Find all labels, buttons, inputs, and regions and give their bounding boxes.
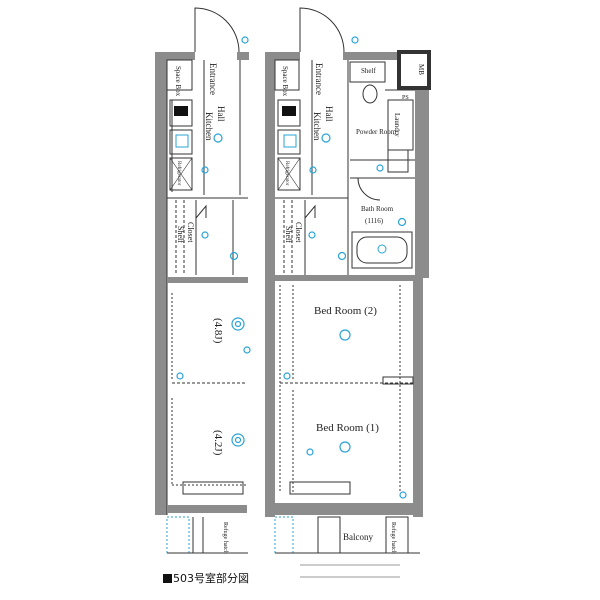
right-space-box-label: Space Box [281, 66, 289, 97]
caption-text: 503号室部分図 [173, 572, 249, 585]
left-refrigerator-label: Refrigerator [176, 161, 181, 186]
left-kitchen-label: Kitchen [204, 112, 214, 141]
bed-room-1-label: Bed Room (1) [316, 422, 379, 434]
left-unit-top-wall [155, 52, 195, 60]
balcony-label: Balcony [343, 532, 373, 542]
right-unit-right-wall [415, 88, 429, 278]
left-refuge-hatch-label: Refuge hatch [222, 522, 229, 554]
right-unit-top-wall [265, 52, 300, 60]
shelf-upper-label: Shelf [361, 67, 376, 75]
right-entrance-door [299, 7, 345, 53]
left-hall-label: Hall [216, 106, 226, 122]
fixture-symbols [176, 36, 407, 499]
right-kitchen-label: Kitchen [312, 112, 322, 141]
light-fixture [231, 433, 245, 447]
left-room-b-label: (4.2J) [212, 430, 224, 456]
right-shelf-label: Shelf [284, 226, 293, 243]
right-refrigerator-label: Refrigerator [284, 161, 289, 186]
left-unit-top-wall-2 [237, 52, 249, 60]
right-entrance-label: Entrance [314, 63, 324, 95]
right-closet-label: Closet [294, 222, 303, 243]
right-hall-label: Hall [324, 106, 334, 122]
left-unit: Space Box Entrance Hall Kitchen Refriger… [155, 7, 249, 554]
light-fixture [339, 441, 351, 453]
left-entrance-door [194, 7, 240, 53]
left-space-box-label: Space Box [174, 66, 182, 97]
right-unit-left-wall [265, 52, 275, 517]
plan-caption: 503号室部分図 [163, 570, 249, 586]
left-closet-label: Closet [186, 222, 195, 243]
laundry-label: Laundry [393, 113, 401, 137]
light-fixture [339, 329, 351, 341]
right-unit-top-wall-2 [343, 52, 398, 60]
left-unit-outer-wall [155, 52, 167, 515]
powder-room-label: Powder Room [356, 128, 397, 136]
mb-box [397, 50, 431, 90]
bed-room-2-label: Bed Room (2) [314, 305, 377, 317]
left-entrance-label: Entrance [208, 63, 218, 95]
bath-size-label: (1116) [365, 217, 384, 225]
caption-square-icon [163, 574, 172, 583]
left-shelf-label: Shelf [176, 226, 185, 243]
right-refuge-hatch-label: Refuge hatch [390, 522, 397, 554]
bath-room-label: Bath Room [361, 205, 394, 213]
ps-label: PS [402, 95, 409, 101]
left-room-a-label: (4.8J) [212, 318, 224, 344]
light-fixture [231, 317, 245, 331]
right-unit-right-wall-lower [413, 278, 423, 517]
mb-label: MB [417, 64, 425, 75]
right-unit: MB PS [265, 7, 431, 578]
